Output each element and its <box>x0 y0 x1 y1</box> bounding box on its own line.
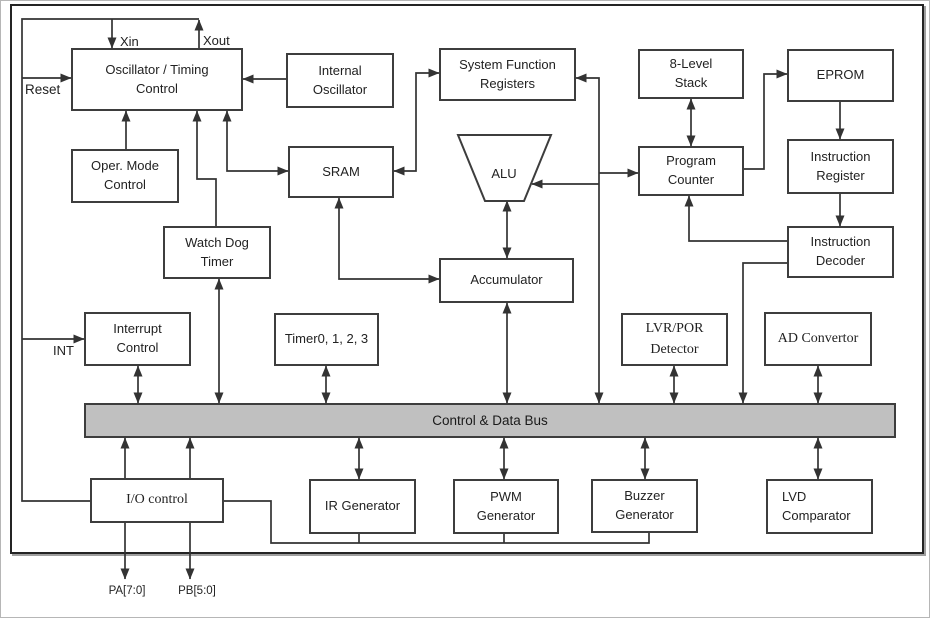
control-data-bus: Control & Data Bus <box>84 403 896 438</box>
block-internal-oscillator: Internal Oscillator <box>286 53 394 108</box>
block-watch-dog-timer: Watch Dog Timer <box>163 226 271 279</box>
block-oscillator-timing-control: Oscillator / Timing Control <box>71 48 243 111</box>
block-8-level-stack: 8-Level Stack <box>638 49 744 99</box>
block-timer0123: Timer0, 1, 2, 3 <box>274 313 379 366</box>
pin-label-xout: Xout <box>203 33 230 48</box>
block-instruction-register: Instruction Register <box>787 139 894 194</box>
block-buzzer-generator: Buzzer Generator <box>591 479 698 533</box>
diagram-frame <box>10 4 924 554</box>
block-ir-generator: IR Generator <box>309 479 416 534</box>
block-instruction-decoder: Instruction Decoder <box>787 226 894 278</box>
block-lvr-por-detector: LVR/POR Detector <box>621 313 728 366</box>
block-ad-convertor: AD Convertor <box>764 312 872 366</box>
block-sram: SRAM <box>288 146 394 198</box>
block-eprom: EPROM <box>787 49 894 102</box>
pin-label-int: INT <box>53 343 74 358</box>
pin-label-pb: PB[5:0] <box>178 585 216 597</box>
block-io-control: I/O control <box>90 478 224 523</box>
bus-label: Control & Data Bus <box>432 413 548 428</box>
block-program-counter: Program Counter <box>638 146 744 196</box>
pin-label-xin: Xin <box>120 34 139 49</box>
block-lvd-comparator: LVD Comparator <box>766 479 873 534</box>
block-pwm-generator: PWM Generator <box>453 479 559 534</box>
pin-label-reset: Reset <box>25 82 61 97</box>
block-system-function-registers: System Function Registers <box>439 48 576 101</box>
block-accumulator: Accumulator <box>439 258 574 303</box>
block-interrupt-control: Interrupt Control <box>84 312 191 366</box>
pin-label-pa: PA[7:0] <box>108 585 146 597</box>
block-oper-mode-control: Oper. Mode Control <box>71 149 179 203</box>
